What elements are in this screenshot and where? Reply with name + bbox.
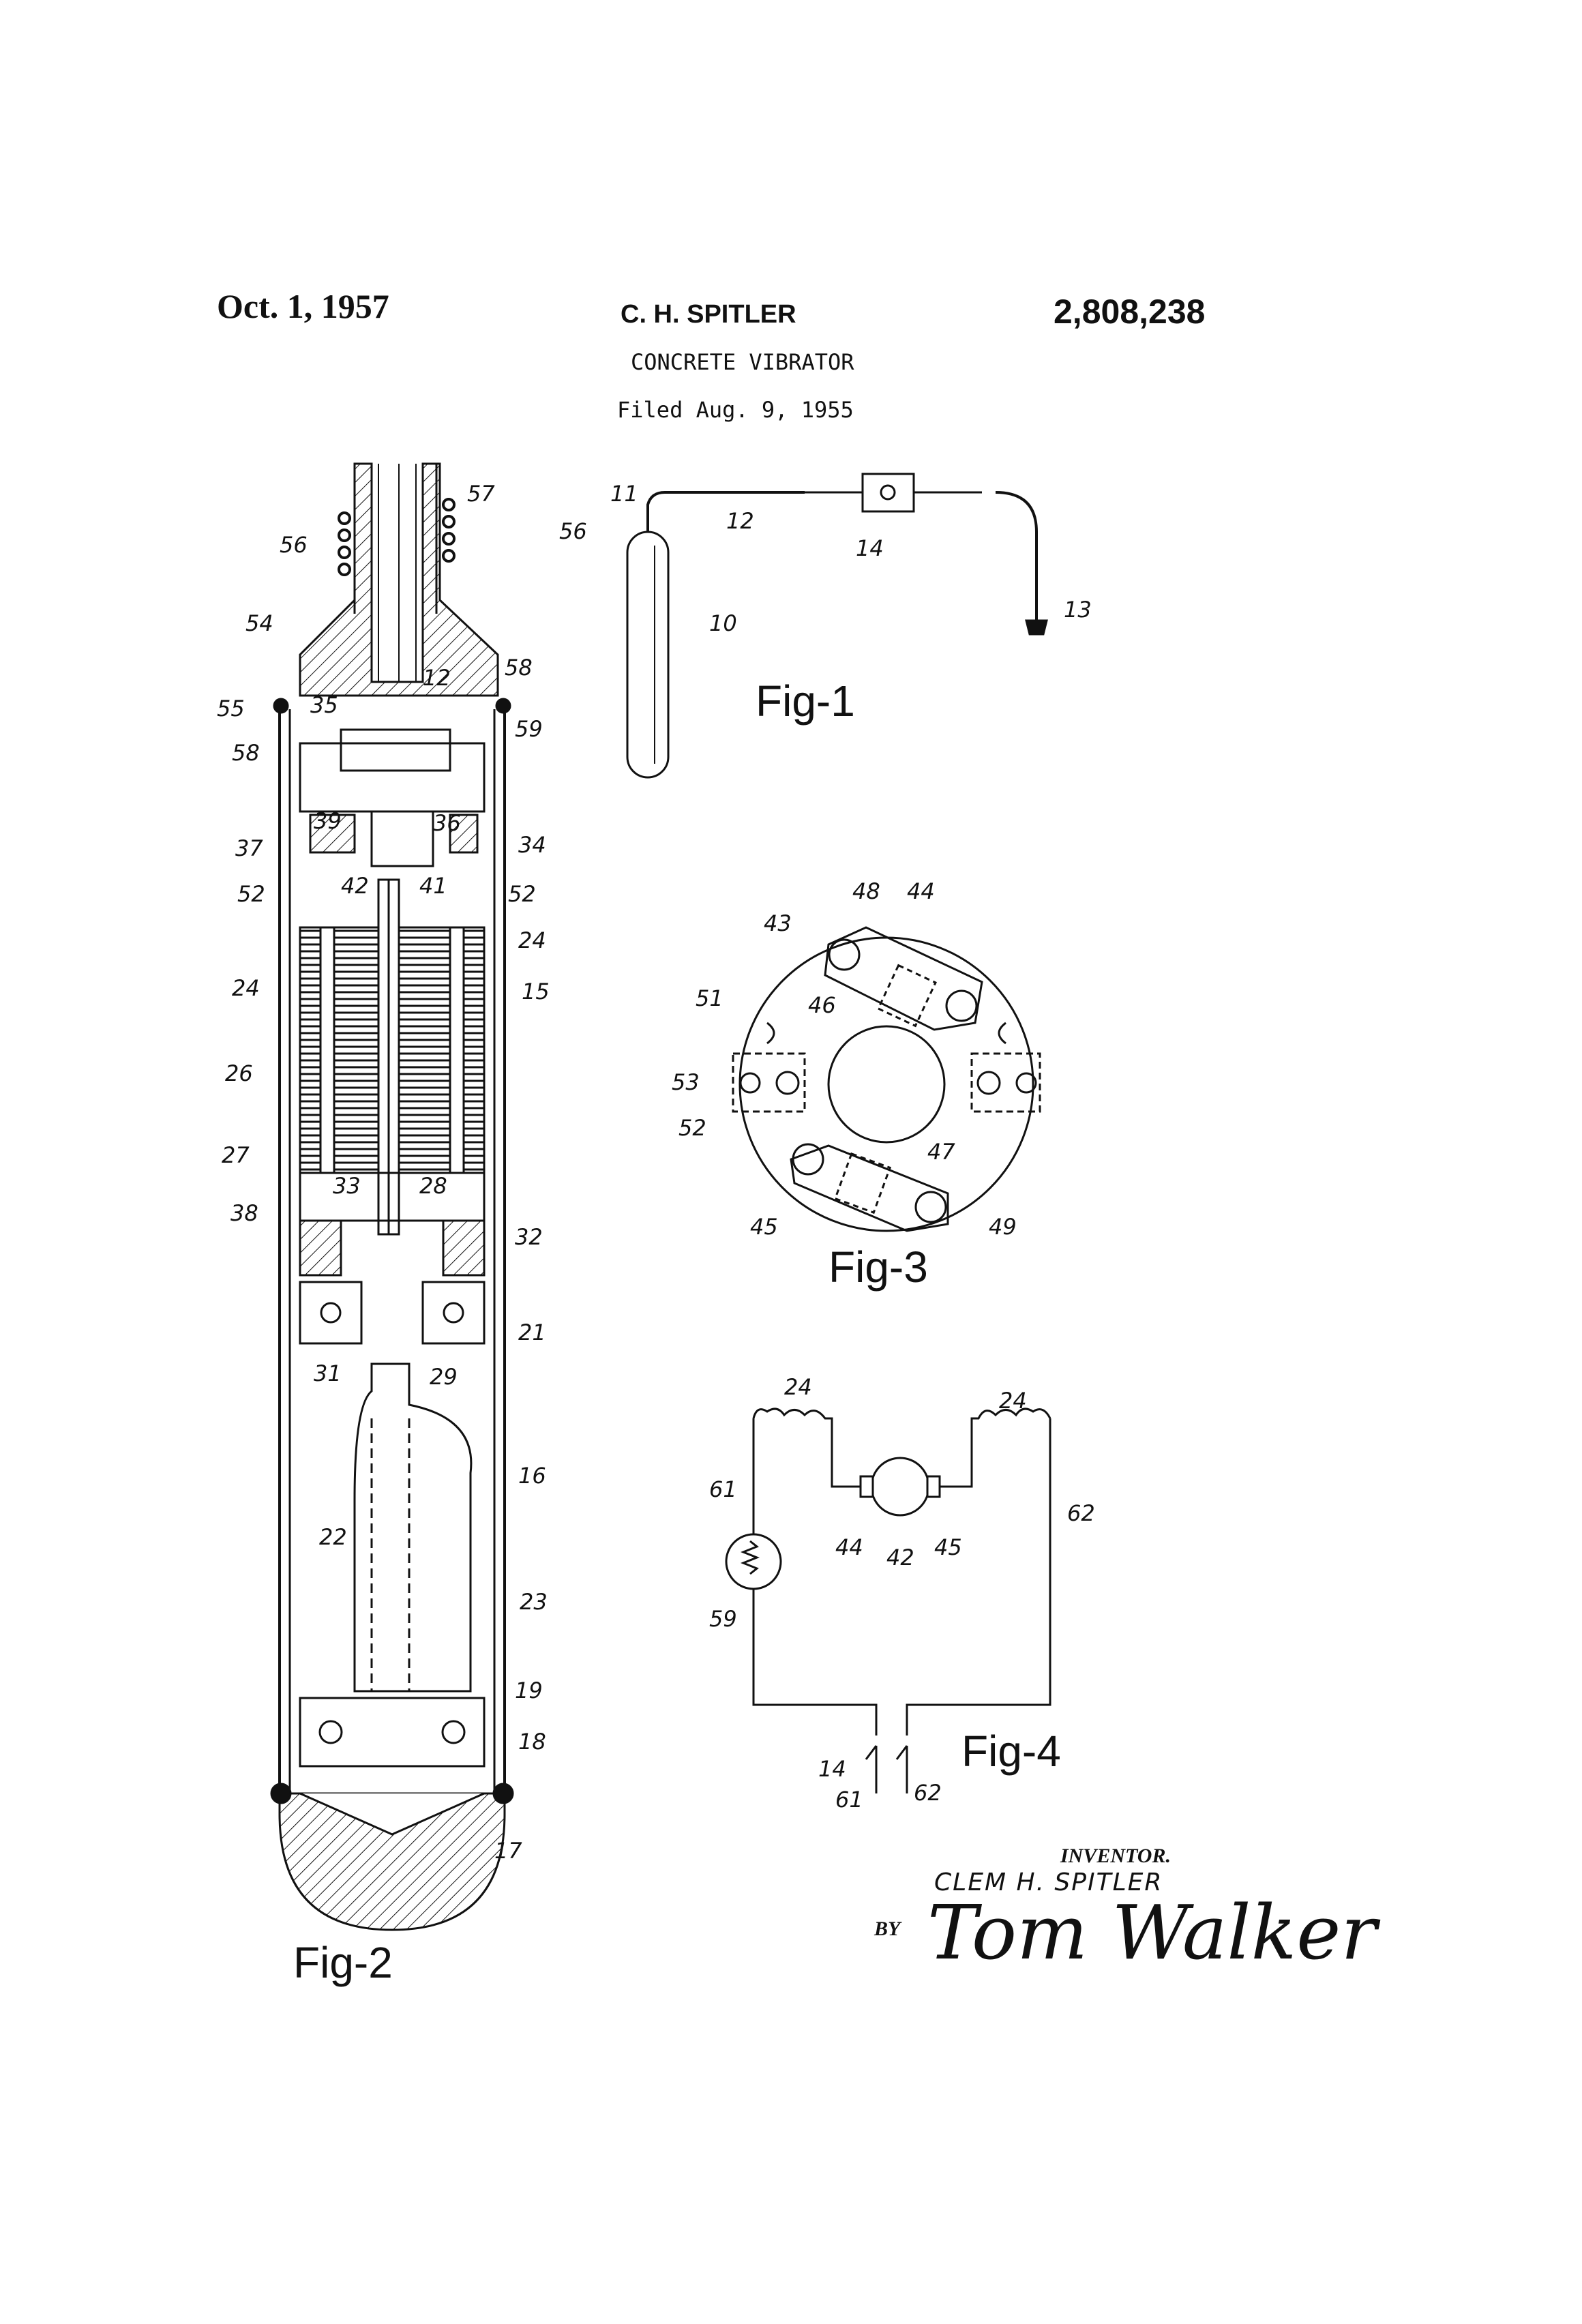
reference-numeral: 36 — [433, 810, 461, 836]
reference-numeral: 39 — [314, 808, 342, 834]
reference-numeral: 12 — [726, 508, 754, 534]
fig-1-numerals: 11 56 12 14 10 13 — [559, 481, 1092, 636]
reference-numeral: 45 — [750, 1214, 778, 1240]
reference-numeral: 55 — [217, 696, 245, 721]
reference-numeral: 54 — [245, 610, 273, 636]
fig-1-label: Fig-1 — [756, 676, 855, 726]
reference-numeral: 10 — [709, 610, 737, 636]
reference-numeral: 17 — [494, 1838, 522, 1864]
reference-numeral: 45 — [934, 1534, 962, 1560]
reference-numeral: 42 — [341, 873, 369, 899]
reference-numeral: 37 — [235, 835, 263, 861]
reference-numeral: 28 — [419, 1173, 447, 1199]
attorney-signature: Tom Walker — [927, 1889, 1377, 1976]
reference-numeral: 23 — [520, 1589, 548, 1615]
fig-3-label: Fig-3 — [829, 1242, 928, 1292]
fig-2-label: Fig-2 — [293, 1938, 393, 1987]
reference-numeral: 31 — [314, 1360, 342, 1386]
reference-numeral: 57 — [467, 481, 495, 507]
reference-numeral: 18 — [518, 1729, 546, 1755]
reference-numeral: 12 — [423, 665, 451, 691]
reference-numeral: 52 — [508, 881, 536, 907]
reference-numeral: 44 — [835, 1534, 863, 1560]
reference-numeral: 61 — [835, 1787, 863, 1813]
reference-numeral: 24 — [999, 1388, 1027, 1414]
reference-numeral: 11 — [610, 481, 638, 507]
reference-numeral: 14 — [818, 1756, 846, 1782]
fig-3-numerals: 48 44 43 51 46 53 52 47 45 49 — [672, 878, 1017, 1240]
reference-numeral: 52 — [678, 1115, 706, 1141]
reference-numeral: 43 — [764, 910, 792, 936]
reference-numeral: 19 — [515, 1678, 543, 1703]
reference-numeral: 56 — [559, 518, 587, 544]
reference-numeral: 33 — [333, 1173, 361, 1199]
reference-numeral: 59 — [709, 1606, 737, 1632]
reference-numeral: 14 — [856, 535, 884, 561]
figure-2-cross-section — [271, 464, 513, 1930]
reference-numeral: 58 — [505, 655, 533, 681]
reference-numeral: 46 — [808, 992, 836, 1018]
by-label: BY — [874, 1918, 900, 1941]
reference-numeral: 44 — [907, 878, 935, 904]
reference-numeral: 62 — [914, 1780, 942, 1806]
reference-numeral: 16 — [518, 1463, 546, 1489]
reference-numeral: 15 — [522, 979, 550, 1004]
fig-4-label: Fig-4 — [961, 1727, 1061, 1776]
reference-numeral: 24 — [784, 1374, 812, 1400]
reference-numeral: 27 — [222, 1142, 250, 1168]
reference-numeral: 38 — [230, 1200, 258, 1226]
reference-numeral: 32 — [515, 1224, 543, 1250]
reference-numeral: 53 — [672, 1069, 700, 1095]
reference-numeral: 52 — [237, 881, 265, 907]
reference-numeral: 48 — [852, 878, 880, 904]
reference-numeral: 51 — [696, 985, 723, 1011]
reference-numeral: 58 — [232, 740, 260, 766]
reference-numeral: 24 — [518, 927, 546, 953]
reference-numeral: 59 — [515, 716, 543, 742]
reference-numeral: 24 — [232, 975, 260, 1001]
figure-3-brush-plate — [733, 927, 1040, 1231]
reference-numeral: 22 — [319, 1524, 347, 1550]
reference-numeral: 34 — [518, 832, 546, 858]
reference-numeral: 41 — [419, 873, 447, 899]
reference-numeral: 26 — [225, 1060, 253, 1086]
reference-numeral: 49 — [989, 1214, 1017, 1240]
reference-numeral: 13 — [1064, 597, 1092, 623]
reference-numeral: 35 — [310, 692, 338, 718]
reference-numeral: 62 — [1067, 1500, 1095, 1526]
reference-numeral: 56 — [280, 532, 308, 558]
reference-numeral: 42 — [886, 1545, 914, 1570]
reference-numeral: 29 — [430, 1364, 458, 1390]
reference-numeral: 21 — [518, 1320, 546, 1345]
inventor-label: INVENTOR. — [1060, 1845, 1171, 1868]
reference-numeral: 47 — [927, 1139, 955, 1165]
reference-numeral: 61 — [709, 1476, 737, 1502]
figure-1-overview — [627, 474, 1047, 777]
